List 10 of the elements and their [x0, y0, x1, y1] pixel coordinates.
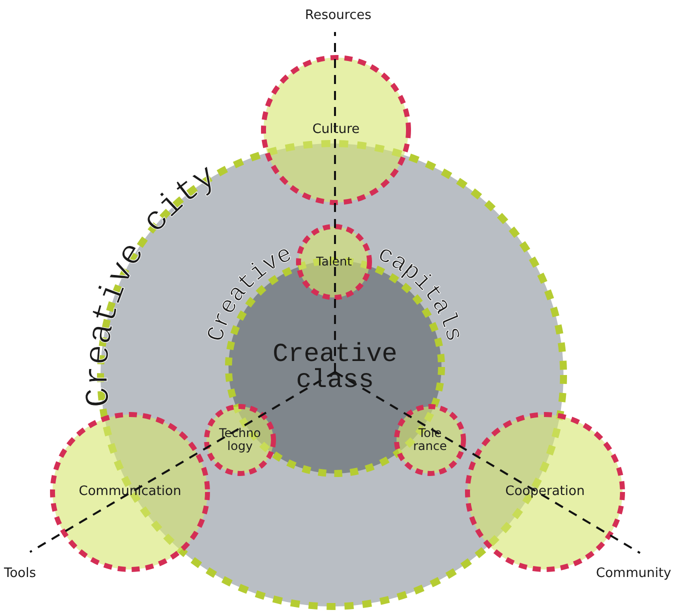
axis-label: Community [596, 566, 672, 581]
circle-label: Tole rance [412, 426, 448, 454]
axis-label: Resources [305, 8, 372, 23]
axis-label: Tools [4, 566, 36, 581]
circle-label: Culture [311, 122, 361, 138]
circle-label: Cooperation [504, 484, 586, 500]
circle-label: Creative class [272, 341, 398, 393]
circle-label: Communication [78, 484, 182, 500]
circle-label: Talent [315, 255, 353, 269]
circle-label: Techno logy [218, 426, 262, 454]
